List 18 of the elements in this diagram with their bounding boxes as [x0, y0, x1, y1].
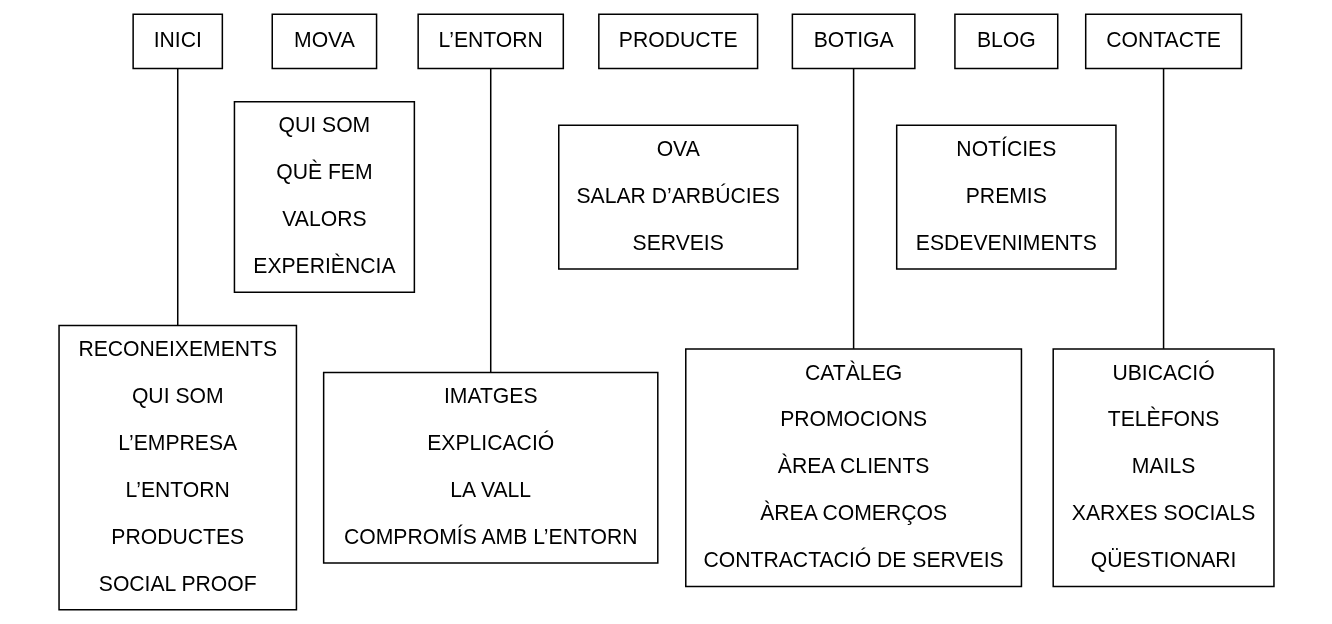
node-box: L’ENTORN	[416, 13, 564, 70]
node-box: BLOG	[953, 13, 1058, 70]
node-box: PRODUCTE	[597, 13, 758, 70]
node-box: QUI SOM QUÈ FEM VALORS EXPERIÈNCIA	[233, 101, 415, 294]
node-box: INICI	[131, 13, 223, 70]
node-box: CATÀLEG PROMOCIONS ÀREA CLIENTS ÀREA COMERÇOS CONTRACTACIÓ DE SERVEIS	[684, 348, 1022, 588]
connector	[852, 67, 854, 350]
connector	[1162, 67, 1164, 350]
connector	[176, 67, 178, 327]
node-box: UBICACIÓ TELÈFONS MAILS XARXES SOCIALS QÜESTIONARI	[1051, 348, 1275, 588]
connector	[489, 67, 491, 374]
node-box: RECONEIXEMENTS QUI SOM L’EMPRESA L’ENTORN PRODUCTES SOCIAL PROOF	[57, 324, 297, 611]
node-box: MOVA	[271, 13, 377, 70]
node-box: IMATGES EXPLICACIÓ LA VALL COMPROMÍS AMB L’ENTORN	[322, 371, 659, 564]
node-box: OVA SALAR D’ARBÚCIES SERVEIS	[557, 124, 798, 270]
node-box: CONTACTE	[1084, 13, 1242, 70]
node-box: BOTIGA	[791, 13, 916, 70]
node-box: NOTÍCIES PREMIS ESDEVENIMENTS	[895, 124, 1117, 270]
